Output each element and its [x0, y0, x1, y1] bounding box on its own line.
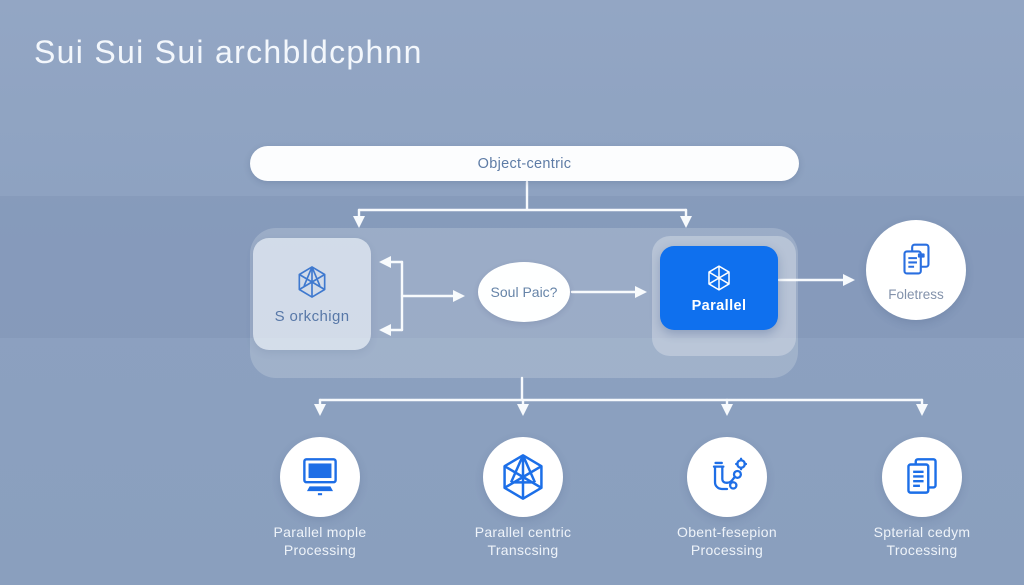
bottom-node-1-label: Parallel mople Processing: [273, 524, 367, 558]
cube-wireframe-icon: [708, 264, 730, 291]
node-foletress-label: Foletress: [888, 287, 944, 302]
node-object-centric-label: Object-centric: [477, 155, 572, 172]
node-foletress: Foletress: [866, 220, 966, 320]
bottom-node-4: [882, 437, 962, 517]
node-workchain: S orkchign: [253, 238, 371, 350]
node-decision: Soul Paic?: [478, 262, 570, 322]
node-workchain-label: S orkchign: [274, 308, 350, 325]
node-decision-label: Soul Paic?: [490, 284, 558, 300]
bottom-node-1: [280, 437, 360, 517]
bottom-node-2: [483, 437, 563, 517]
bottom-node-3: [687, 437, 767, 517]
pipeline-icon: [712, 457, 748, 491]
page-title: Sui Sui Sui archbldcphnn: [34, 34, 423, 70]
node-parallel: Parallel: [660, 246, 778, 330]
documents-icon: [903, 243, 930, 275]
monitor-icon: [303, 458, 337, 496]
bottom-node-3-label: Obent-fesepion Processing: [677, 524, 777, 558]
pages-icon: [907, 458, 937, 494]
node-parallel-label: Parallel: [691, 297, 747, 314]
node-object-centric: Object-centric: [250, 146, 799, 181]
bottom-node-2-label: Parallel centric Transcsing: [474, 524, 572, 558]
bottom-node-4-label: Spterial cedym Trocessing: [873, 524, 971, 558]
cube-wireframe-icon: [503, 454, 543, 500]
cube-wireframe-icon: [298, 266, 326, 298]
